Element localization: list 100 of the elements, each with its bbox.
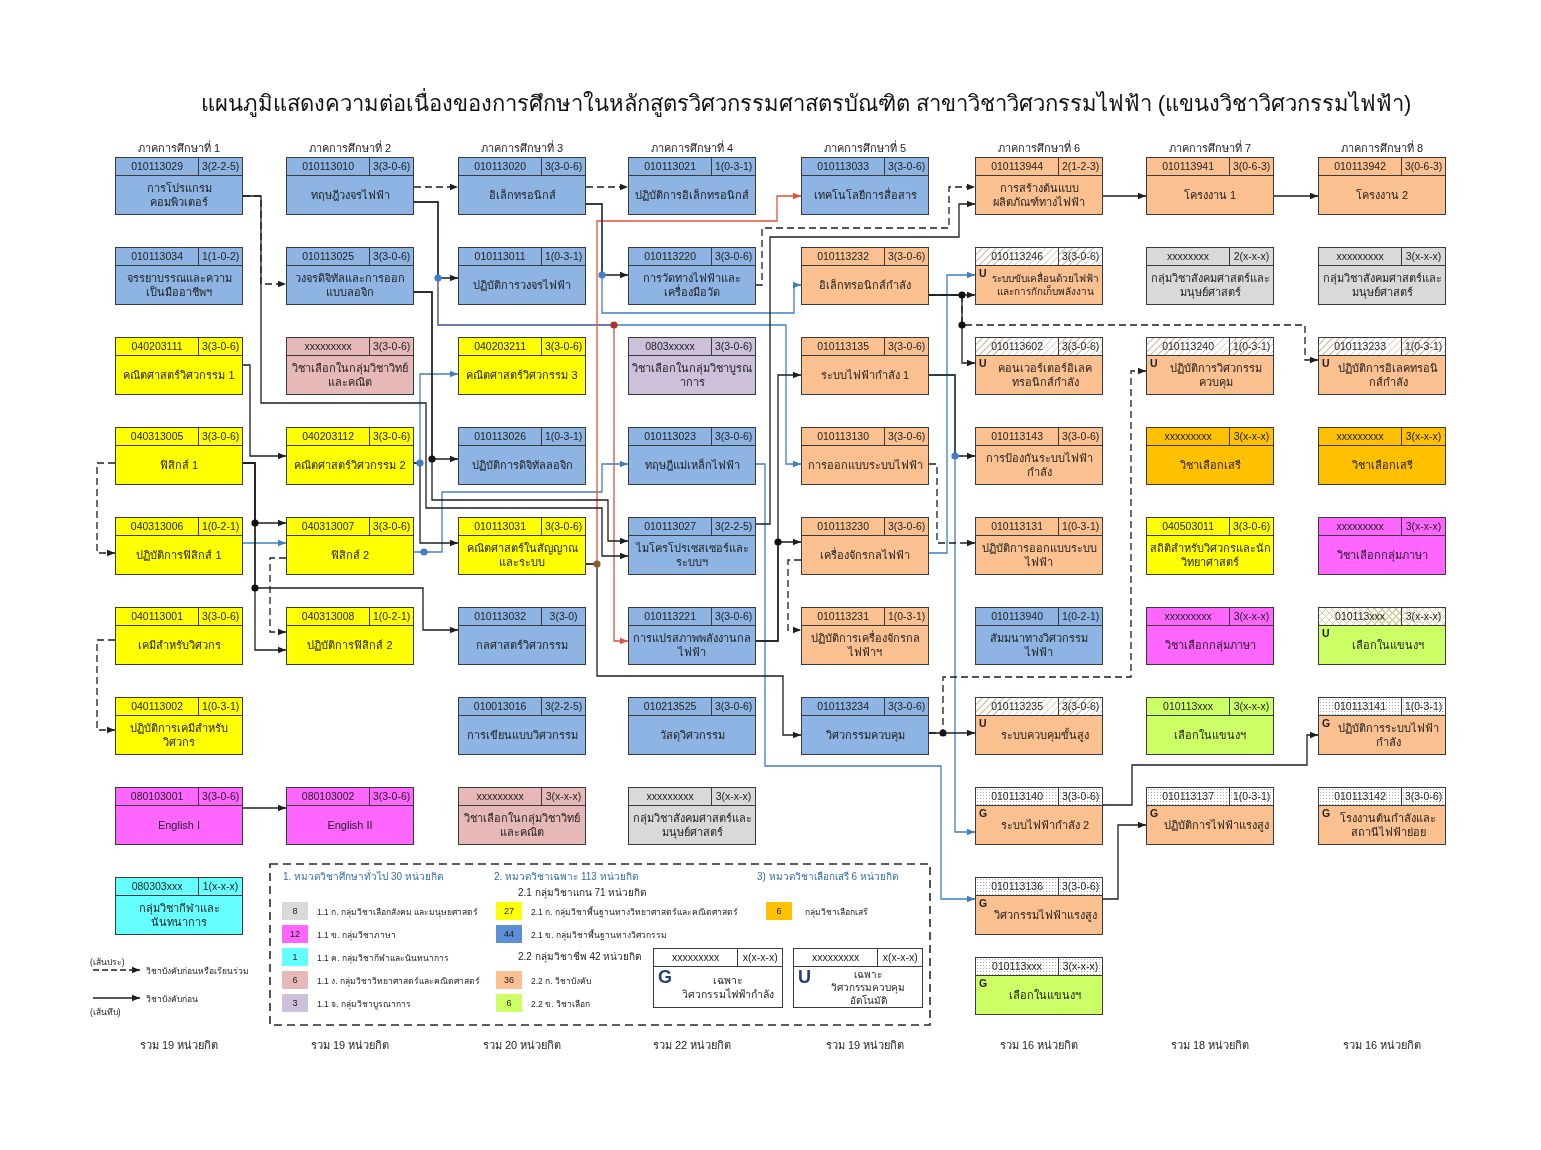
course-box: [115, 877, 243, 935]
credit-count: 12: [290, 928, 300, 941]
course-name: จรรยาบรรณและความเป็นมืออาชีพฯ: [125, 271, 233, 299]
credit-hours: 3(3-0-6): [1059, 428, 1102, 446]
semester-heading: ภาคการศึกษาที่ 2: [308, 139, 392, 156]
semester-heading: ภาคการศึกษาที่ 3: [480, 139, 564, 156]
course-box: [115, 337, 243, 395]
course-code: 040113001: [116, 608, 200, 626]
legend-text: 2.2 ก. วิชาบังคับ: [531, 975, 591, 988]
credit-hours: 3(x-x-x): [1059, 958, 1102, 976]
credit-hours: 3(x-x-x): [542, 788, 585, 806]
arrow: [928, 294, 1319, 364]
course-code: 010113143: [976, 428, 1060, 446]
course-name: วิชาเลือกในกลุ่มวิชาวิทย์และคณิต: [463, 811, 581, 839]
arrow: [242, 195, 629, 560]
course-box: [458, 337, 586, 395]
arrow: [755, 183, 976, 286]
course-code: xxxxxxxxx: [1319, 428, 1403, 446]
course-box: [1318, 337, 1446, 395]
track-letter: G: [658, 967, 672, 987]
course-code: 010113135: [802, 338, 886, 356]
credit-count: 6: [776, 905, 782, 918]
course-name: ปฏิบัติการอิเลคทรอนิกส์กำลัง: [1337, 361, 1439, 389]
course-code: 010113942: [1319, 158, 1403, 176]
course-box: [975, 787, 1103, 845]
track-letter: U: [798, 967, 811, 987]
course-code: 0803xxxxx: [629, 338, 713, 356]
course-code: xxxxxxxxx: [1147, 608, 1231, 626]
course-code: 010113246: [976, 248, 1060, 266]
course-name: โรงงานต้นกำลังและสถานีไฟฟ้าย่อย: [1339, 811, 1437, 839]
track-letter: U: [1150, 357, 1158, 369]
course-code: 040313007: [287, 518, 371, 536]
course-box: [1146, 697, 1274, 755]
course-code: 010113602: [976, 338, 1060, 356]
course-name: English I: [156, 818, 202, 832]
course-name: ทฤษฎีแม่เหล็กไฟฟ้า: [643, 458, 741, 472]
credit-count: 36: [504, 974, 514, 987]
arrow: [928, 463, 976, 547]
arrow: [242, 539, 287, 547]
course-name: วงจรดิจิทัลและการออกแบบลอจิก: [294, 271, 406, 299]
course-code: 040113002: [116, 698, 200, 716]
group-heading: 3) หมวดวิชาเลือกเสรี 6 หน่วยกิต: [757, 870, 898, 884]
track-letter: U: [1322, 627, 1330, 639]
course-box: [801, 337, 929, 395]
course-box: [115, 427, 243, 485]
credit-hours: 3(3-0-6): [885, 248, 928, 266]
course-name: กลุ่มวิชากีฬาและนันทนาการ: [137, 901, 221, 929]
course-box: [458, 157, 586, 215]
course-box: [286, 157, 414, 215]
semester-heading: ภาคการศึกษาที่ 7: [1168, 139, 1252, 156]
course-name: เทคโนโลยีการสื่อสาร: [812, 188, 918, 202]
course-code: xxxxxxxxx: [794, 949, 879, 967]
course-name: สัมมนาทางวิศวกรรมไฟฟ้า: [989, 631, 1089, 659]
credit-hours: 3(3-0-6): [1402, 788, 1445, 806]
legend-text: 2.2 ข. วิชาเลือก: [531, 998, 590, 1011]
course-code: 040313006: [116, 518, 200, 536]
course-box: [975, 157, 1103, 215]
course-box: [628, 697, 756, 755]
track-letter: U: [1322, 357, 1330, 369]
course-name: กลุ่มวิชาสังคมศาสตร์และมนุษย์ศาสตร์: [1149, 271, 1271, 299]
course-name: เฉพาะ วิศวกรรมควบคุมอัตโนมัติ: [830, 967, 906, 1007]
course-name: คอนเวอร์เตอร์อิเลคทรอนิกส์กำลัง: [997, 361, 1093, 389]
course-box: [1318, 787, 1446, 845]
arrow: [1102, 192, 1147, 200]
course-box: [975, 877, 1103, 935]
credit-hours: 1(0-3-1): [1230, 788, 1273, 806]
course-code: 080103002: [287, 788, 371, 806]
course-box: [458, 607, 586, 665]
course-code: 010113031: [459, 518, 543, 536]
credit-hours: 1(0-3-1): [542, 248, 585, 266]
course-code: 010113026: [459, 428, 543, 446]
credit-hours: 3(3-0-6): [199, 338, 242, 356]
credit-hours: 3(3-0-6): [1059, 788, 1102, 806]
credit-hours: 3(3-0-6): [712, 338, 755, 356]
course-name: ปฏิบัติการวงจรไฟฟ้า: [472, 278, 572, 292]
course-name: ปฏิบัติการเคมีสำหรับวิศวกร: [129, 721, 229, 749]
course-code: 010113137: [1147, 788, 1231, 806]
course-name: ระบบควบคุมขั้นสูง: [1000, 728, 1090, 742]
course-name: การสร้างต้นแบบผลิตภัณฑ์ทางไฟฟ้า: [992, 181, 1086, 209]
credit-count: 6: [292, 974, 298, 987]
arrow: [96, 639, 116, 734]
course-name: ระบบไฟฟ้ากำลัง 1: [819, 368, 911, 382]
course-name: ปฏิบัติการดิจิทัลลอจิก: [470, 458, 574, 472]
credit-total: รวม 18 หน่วยกิต: [1170, 1038, 1250, 1053]
course-code: 010113944: [976, 158, 1060, 176]
course-box: [1146, 517, 1274, 575]
course-code: xxxxxxxxx: [654, 949, 739, 967]
course-code: 010113xxx: [976, 958, 1060, 976]
course-name: สถิติสำหรับวิศวกรและนักวิทยาศาสตร์: [1148, 541, 1272, 569]
course-box: [628, 787, 756, 845]
course-name: การออกแบบระบบไฟฟ้า: [806, 458, 924, 472]
credit-hours: 2(x-x-x): [1230, 248, 1273, 266]
course-code: 010113023: [629, 428, 713, 446]
legend-text: 1.1 ง. กลุ่มวิชาวิทยาศาสตร์และคณิตศาสตร์: [317, 975, 480, 988]
credit-hours: 1(1-0-2): [199, 248, 242, 266]
course-box: [286, 787, 414, 845]
course-name: เลือกในแขนงฯ: [1008, 988, 1082, 1002]
course-box: [628, 157, 756, 215]
course-box: [975, 337, 1103, 395]
arrow: [928, 374, 976, 460]
